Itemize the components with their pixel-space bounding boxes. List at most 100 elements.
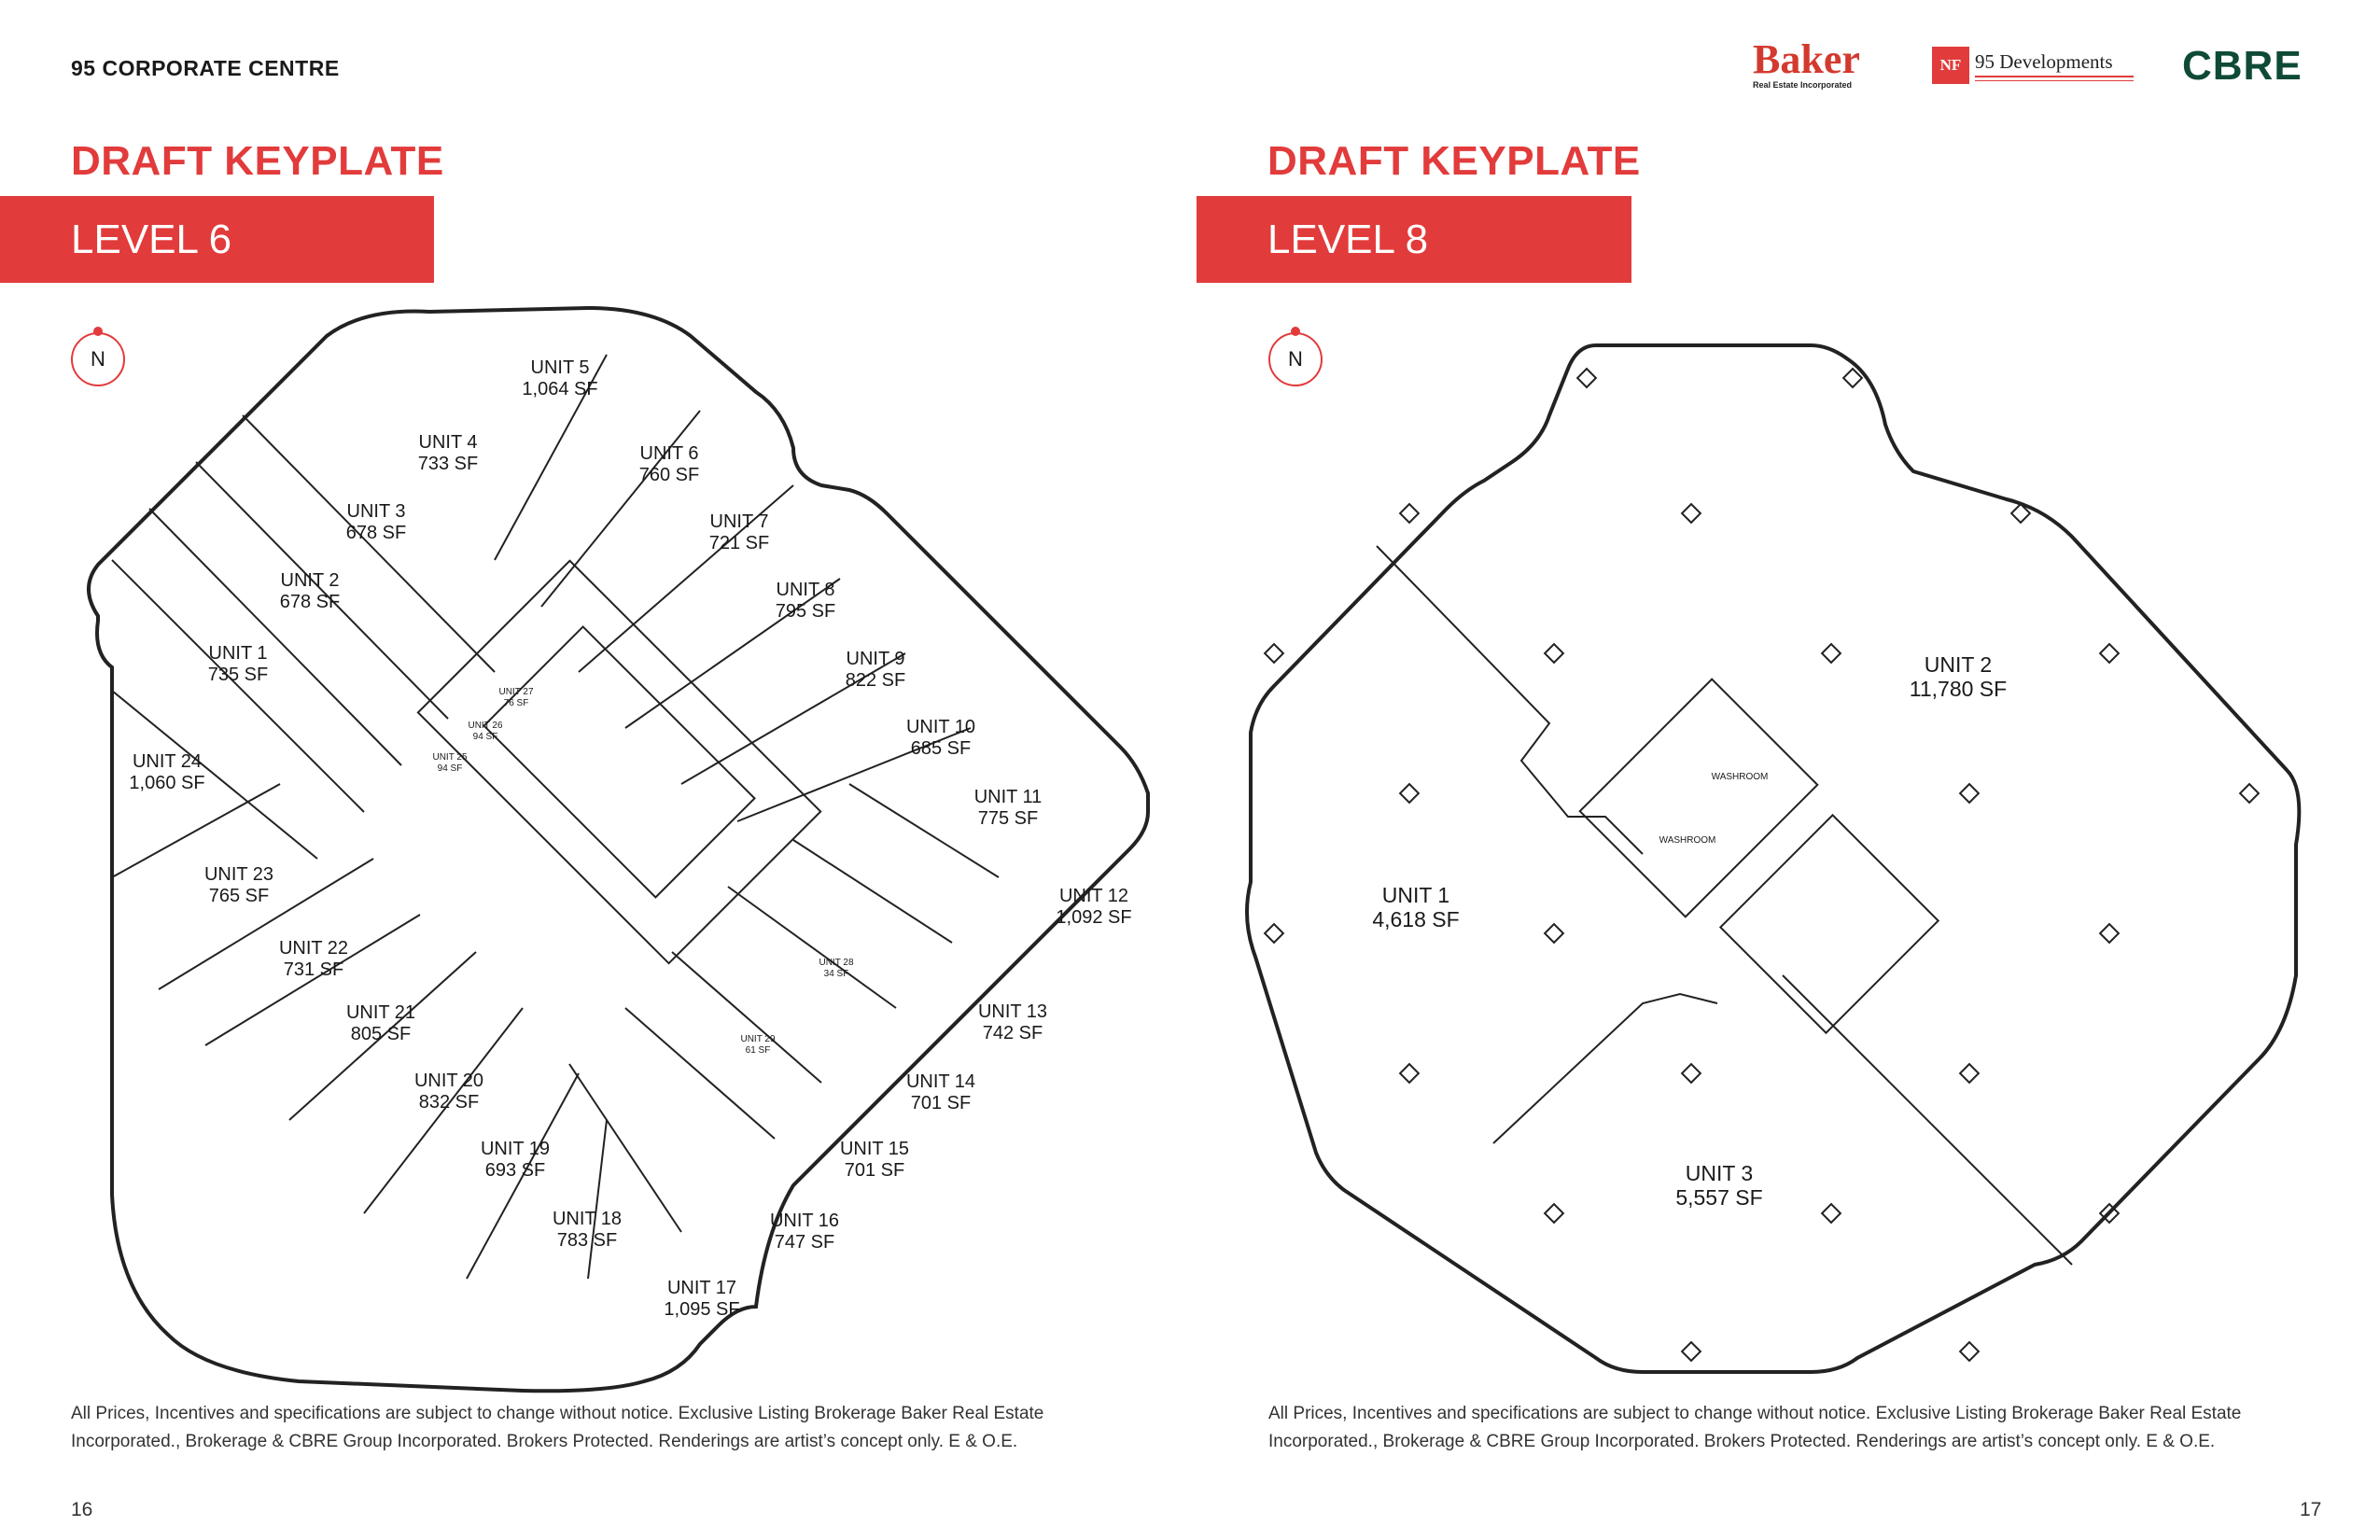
unit-26-area: 94 SF <box>473 732 498 742</box>
right-level-label: LEVEL 8 <box>1267 217 1429 262</box>
unit-1-area: 735 SF <box>208 665 268 685</box>
unit-4-name: UNIT 4 <box>419 432 478 453</box>
unit-2-area: 678 SF <box>280 592 340 612</box>
unit-5-name: UNIT 5 <box>531 357 590 378</box>
level-8-floor-plan: UNIT 2 11,780 SF UNIT 1 4,618 SF UNIT 3 … <box>1232 322 2315 1386</box>
unit-8-name: UNIT 8 <box>777 580 835 600</box>
level8-unit-3-area: 5,557 SF <box>1675 1185 1762 1210</box>
unit-14-name: UNIT 14 <box>906 1071 975 1092</box>
baker-logo-subtext: Real Estate Incorporated <box>1753 80 1853 90</box>
unit-3-partition-right <box>1782 974 2073 1266</box>
column-marker <box>1841 367 1864 389</box>
unit-13-name: UNIT 13 <box>978 1001 1047 1022</box>
north-dot-icon <box>93 327 103 336</box>
column-marker <box>1820 1202 1842 1225</box>
unit-22-name: UNIT 22 <box>279 938 348 959</box>
unit-24-area: 1,060 SF <box>129 773 204 793</box>
level-8-plan-svg: UNIT 2 11,780 SF UNIT 1 4,618 SF UNIT 3 … <box>1245 343 2302 1374</box>
core-inner <box>483 625 756 899</box>
left-level-band: LEVEL 6 <box>0 196 434 283</box>
unit-15-name: UNIT 15 <box>840 1139 909 1159</box>
column-marker <box>1543 922 1565 945</box>
column-marker <box>1680 502 1702 525</box>
level-6-floor-plan: UNIT 5 1,064 SF UNIT 4 733 SF UNIT 6 760… <box>84 299 1185 1409</box>
column-marker <box>1958 782 1981 805</box>
unit-18-area: 783 SF <box>557 1230 617 1251</box>
core-stair-2 <box>1718 813 1940 1035</box>
unit-4-area: 733 SF <box>418 454 478 474</box>
north-dot-icon <box>1291 327 1300 336</box>
unit-2-name: UNIT 2 <box>281 570 340 591</box>
left-disclaimer: All Prices, Incentives and specification… <box>71 1404 1044 1451</box>
level8-unit-1-name: UNIT 1 <box>1382 883 1449 907</box>
unit-22-area: 731 SF <box>284 959 343 980</box>
unit-24-name: UNIT 24 <box>133 751 202 772</box>
unit-28-name: UNIT 28 <box>819 958 853 968</box>
left-north-indicator: N <box>71 327 125 386</box>
left-keyplate-heading: DRAFT KEYPLATE <box>71 138 444 184</box>
unit-10-name: UNIT 10 <box>906 717 975 737</box>
unit-19-name: UNIT 19 <box>481 1139 550 1159</box>
unit-23-name: UNIT 23 <box>204 864 273 885</box>
unit-14-area: 701 SF <box>911 1093 971 1113</box>
washroom-label-2: WASHROOM <box>1659 835 1716 846</box>
unit-20-area: 832 SF <box>419 1092 479 1113</box>
unit-3-name: UNIT 3 <box>347 501 406 522</box>
unit-29-area: 61 SF <box>746 1045 771 1056</box>
column-marker <box>1958 1062 1981 1085</box>
left-north-label: N <box>91 347 105 371</box>
unit-21-area: 805 SF <box>351 1024 411 1044</box>
column-marker <box>1680 1340 1702 1363</box>
unit-25-area: 94 SF <box>438 763 463 774</box>
column-marker <box>1958 1340 1981 1363</box>
unit-8-area: 795 SF <box>776 601 835 622</box>
right-keyplate-heading: DRAFT KEYPLATE <box>1267 138 1641 184</box>
left-level-label: LEVEL 6 <box>71 217 232 262</box>
unit-3-area: 678 SF <box>346 523 406 543</box>
column-marker <box>1263 642 1285 665</box>
unit-27-area: 76 SF <box>504 698 529 708</box>
unit-9-area: 822 SF <box>846 670 905 691</box>
level8-unit-2-area: 11,780 SF <box>1910 677 2007 701</box>
unit-16-name: UNIT 16 <box>770 1211 839 1231</box>
core-corridor <box>416 559 822 965</box>
right-level-band: LEVEL 8 <box>1197 196 1631 283</box>
unit-27-name: UNIT 27 <box>498 687 533 697</box>
unit-12-area: 1,092 SF <box>1056 907 1131 928</box>
level-8-outer-wall <box>1245 343 2302 1374</box>
unit-26-name: UNIT 26 <box>468 721 502 731</box>
column-marker <box>1543 1202 1565 1225</box>
unit-17-name: UNIT 17 <box>667 1278 736 1298</box>
developments-underline-2 <box>1975 79 2134 81</box>
unit-1-partition <box>1376 545 1644 855</box>
unit-28-area: 34 SF <box>824 969 849 979</box>
core-stair-1 <box>1578 678 1819 918</box>
unit-3-partition-left <box>1492 992 1718 1144</box>
partition-line <box>242 414 496 673</box>
unit-6-area: 760 SF <box>639 465 699 485</box>
level8-unit-2-name: UNIT 2 <box>1925 652 1992 677</box>
column-marker <box>1398 502 1421 525</box>
unit-25-name: UNIT 25 <box>432 752 467 763</box>
level8-unit-1-area: 4,618 SF <box>1372 907 1459 931</box>
right-north-label: N <box>1288 347 1303 371</box>
developments-logo-text: 95 Developments <box>1975 49 2113 73</box>
nf-logo-mark: NF <box>1932 47 1969 84</box>
unit-17-area: 1,095 SF <box>664 1299 739 1320</box>
column-marker <box>1263 922 1285 945</box>
unit-10-area: 685 SF <box>911 738 971 759</box>
column-marker <box>1575 367 1598 389</box>
unit-7-area: 721 SF <box>709 533 769 553</box>
baker-logo: Baker Real Estate Incorporated <box>1753 36 1860 91</box>
unit-18-name: UNIT 18 <box>553 1209 622 1229</box>
column-marker <box>2009 502 2032 525</box>
unit-21-name: UNIT 21 <box>346 1002 415 1023</box>
level-6-outer-wall <box>87 305 1150 1393</box>
column-marker <box>2238 782 2261 805</box>
baker-logo-text: Baker <box>1753 36 1860 82</box>
column-marker <box>1398 782 1421 805</box>
level-6-plan-svg: UNIT 5 1,064 SF UNIT 4 733 SF UNIT 6 760… <box>87 305 1150 1393</box>
right-disclaimer: All Prices, Incentives and specification… <box>1268 1404 2242 1451</box>
developments-logo: NF 95 Developments <box>1932 47 2134 84</box>
document-title: 95 CORPORATE CENTRE <box>71 56 340 80</box>
